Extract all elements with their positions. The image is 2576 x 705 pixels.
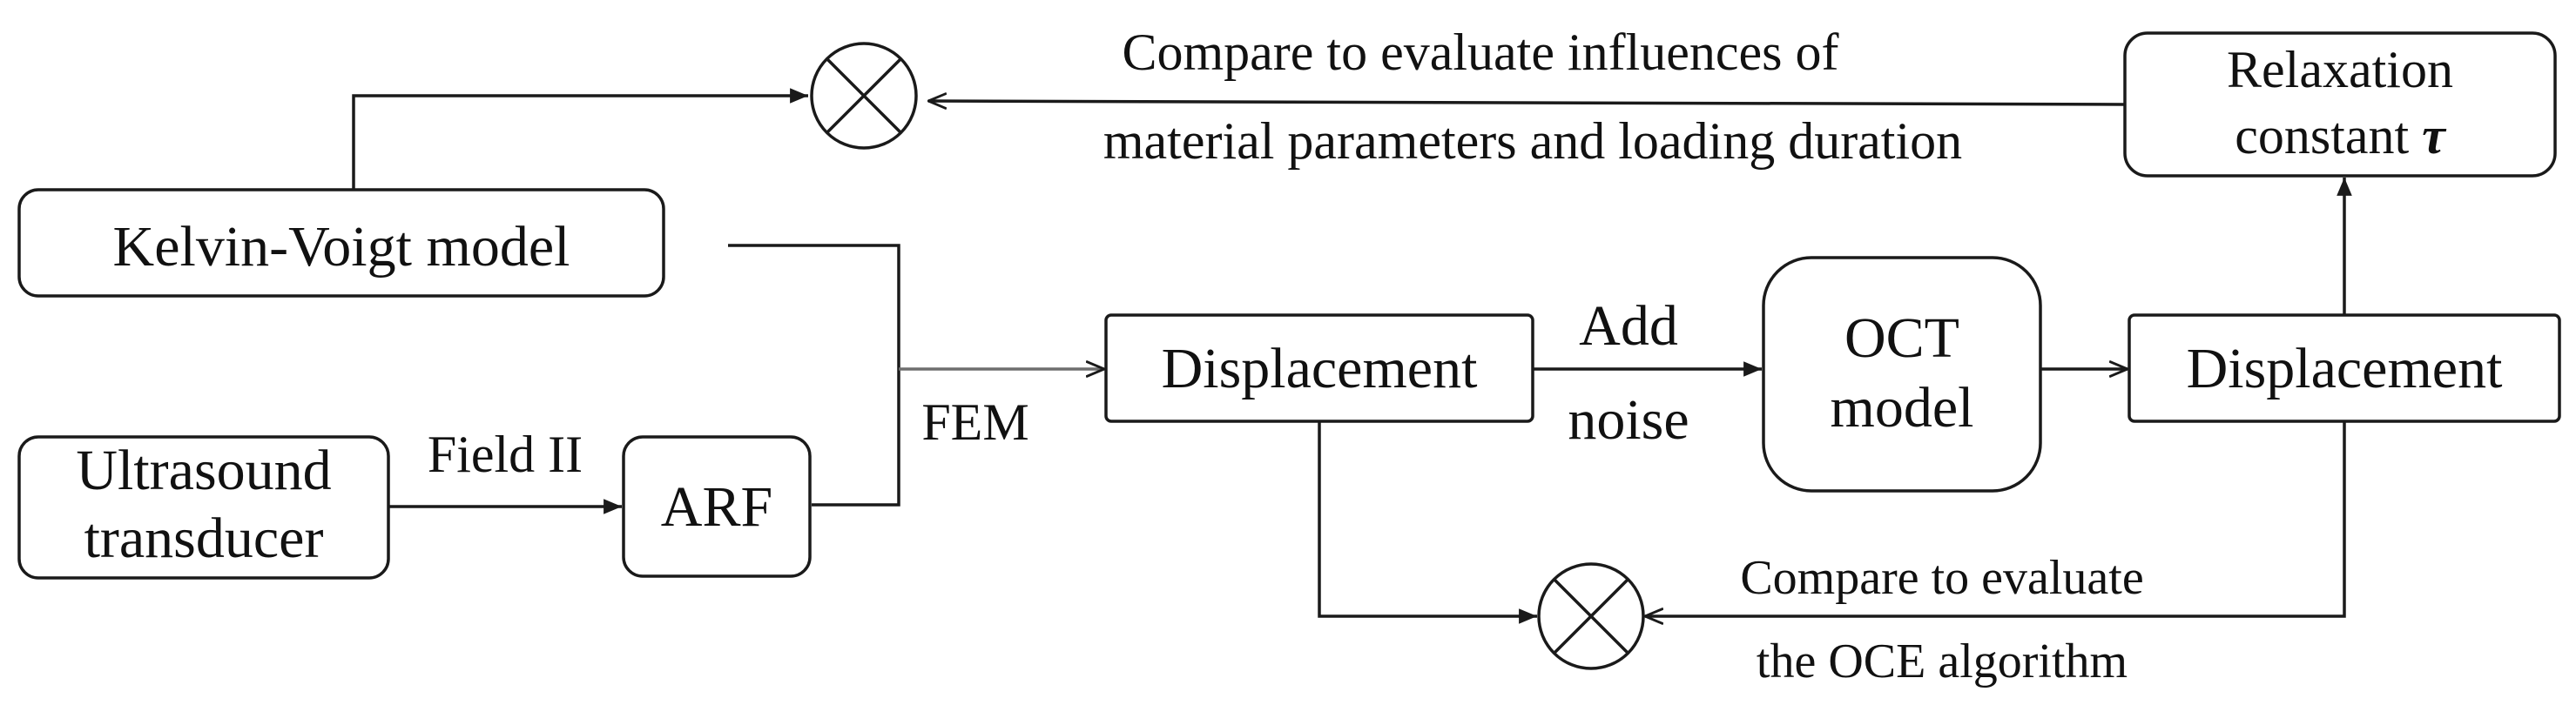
oct-label-line2: model — [1831, 376, 1974, 440]
oct-displacement-to-comparator-arrow — [1645, 421, 2346, 616]
kelvin-to-comparator-arrow — [352, 88, 808, 190]
relaxation-label-line1: Relaxation — [2227, 41, 2453, 98]
arf-node: ARF — [622, 435, 812, 578]
relaxation-to-comparator-arrow — [928, 101, 2126, 104]
ultrasound-label-line1: Ultrasound — [76, 439, 331, 502]
compare-bottom-line2: the OCE algorithm — [1757, 634, 2128, 688]
ultrasound-transducer-node: Ultrasound transducer — [17, 435, 390, 580]
relaxation-label-constant: constant — [2235, 107, 2422, 164]
displacement-oct-node: Displacement — [2128, 313, 2561, 423]
displacement-fem-label: Displacement — [1162, 337, 1478, 400]
arf-label: ARF — [661, 475, 772, 539]
compare-bottom-line1: Compare to evaluate — [1740, 551, 2143, 605]
oct-label-line1: OCT — [1844, 306, 1959, 370]
displacement-fem-node: Displacement — [1104, 313, 1534, 423]
field-ii-label: Field II — [428, 426, 583, 483]
relaxation-constant-node: Relaxation constant τ — [2123, 31, 2557, 178]
relaxation-label-line2: constant τ — [2235, 107, 2447, 164]
kelvin-fem-bus-line — [728, 244, 900, 507]
comparator-bottom-icon — [1537, 562, 1645, 670]
displacement-oct-label: Displacement — [2187, 337, 2503, 400]
tau-symbol: τ — [2422, 107, 2447, 164]
fem-label: FEM — [921, 393, 1028, 451]
kelvin-voigt-node: Kelvin-Voigt model — [17, 188, 665, 298]
comparator-top-icon — [810, 42, 918, 150]
compare-top-line1: Compare to evaluate influences of — [1122, 24, 1838, 81]
add-noise-line1: Add — [1579, 294, 1678, 358]
oct-model-node: OCT model — [1762, 256, 2042, 493]
fem-displacement-to-comparator-arrow — [1318, 421, 1537, 624]
ultrasound-label-line2: transducer — [84, 507, 324, 570]
kelvin-voigt-label: Kelvin-Voigt model — [113, 215, 570, 279]
add-noise-line2: noise — [1568, 388, 1689, 452]
compare-top-line2: material parameters and loading duration — [1103, 112, 1962, 170]
